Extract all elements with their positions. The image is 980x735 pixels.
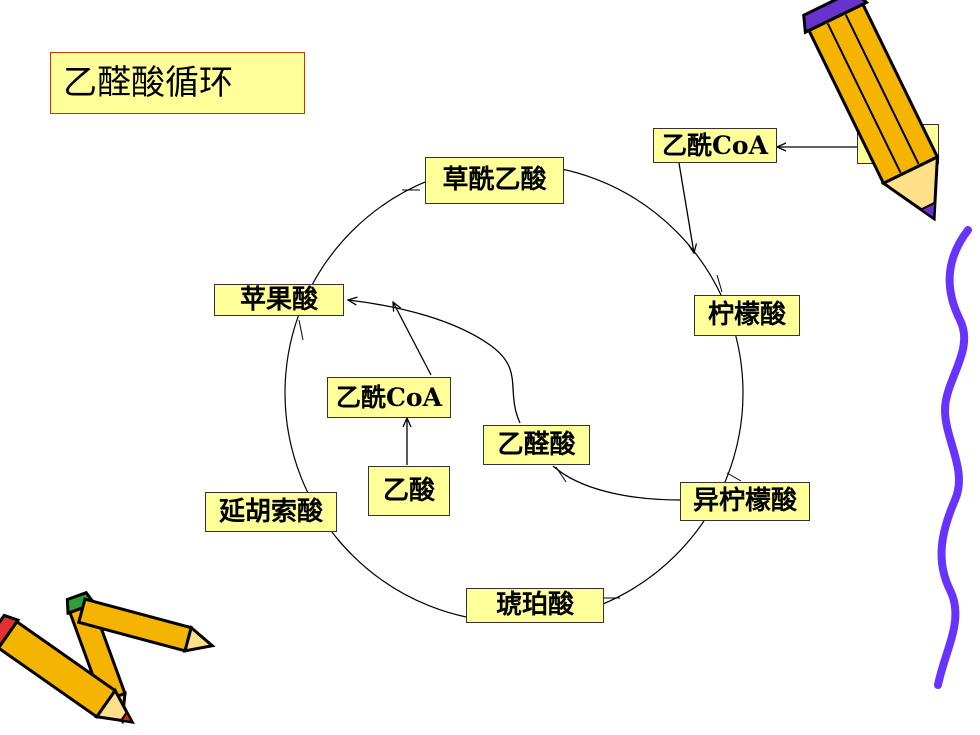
node-succinate: 琥珀酸 — [466, 588, 604, 623]
arrow-glyoxylate-to-malate — [348, 300, 521, 424]
node-acetyl-coa-top: 乙酰CoA — [653, 128, 777, 163]
node-acetate-inner: 乙酸 — [368, 466, 450, 516]
node-citrate: 柠檬酸 — [694, 295, 800, 336]
node-acetyl-coa-inner: 乙酰CoA — [327, 377, 451, 418]
node-fumarate: 延胡索酸 — [205, 492, 337, 532]
arrow-acetylcoa-to-citrate — [678, 162, 694, 253]
node-isocitrate: 异柠檬酸 — [680, 482, 810, 521]
cycle-ticks — [298, 189, 742, 599]
arrow-isocitrate-to-glyoxylate — [552, 465, 681, 501]
node-malate: 苹果酸 — [214, 284, 344, 316]
page-title: 乙醛酸循环 — [50, 52, 305, 114]
node-glyoxylate: 乙醛酸 — [483, 425, 590, 465]
node-oxaloacetate: 草酰乙酸 — [425, 157, 564, 204]
arrow-acetylcoa-to-malate — [393, 302, 432, 376]
glyoxylate-tick — [555, 466, 567, 483]
